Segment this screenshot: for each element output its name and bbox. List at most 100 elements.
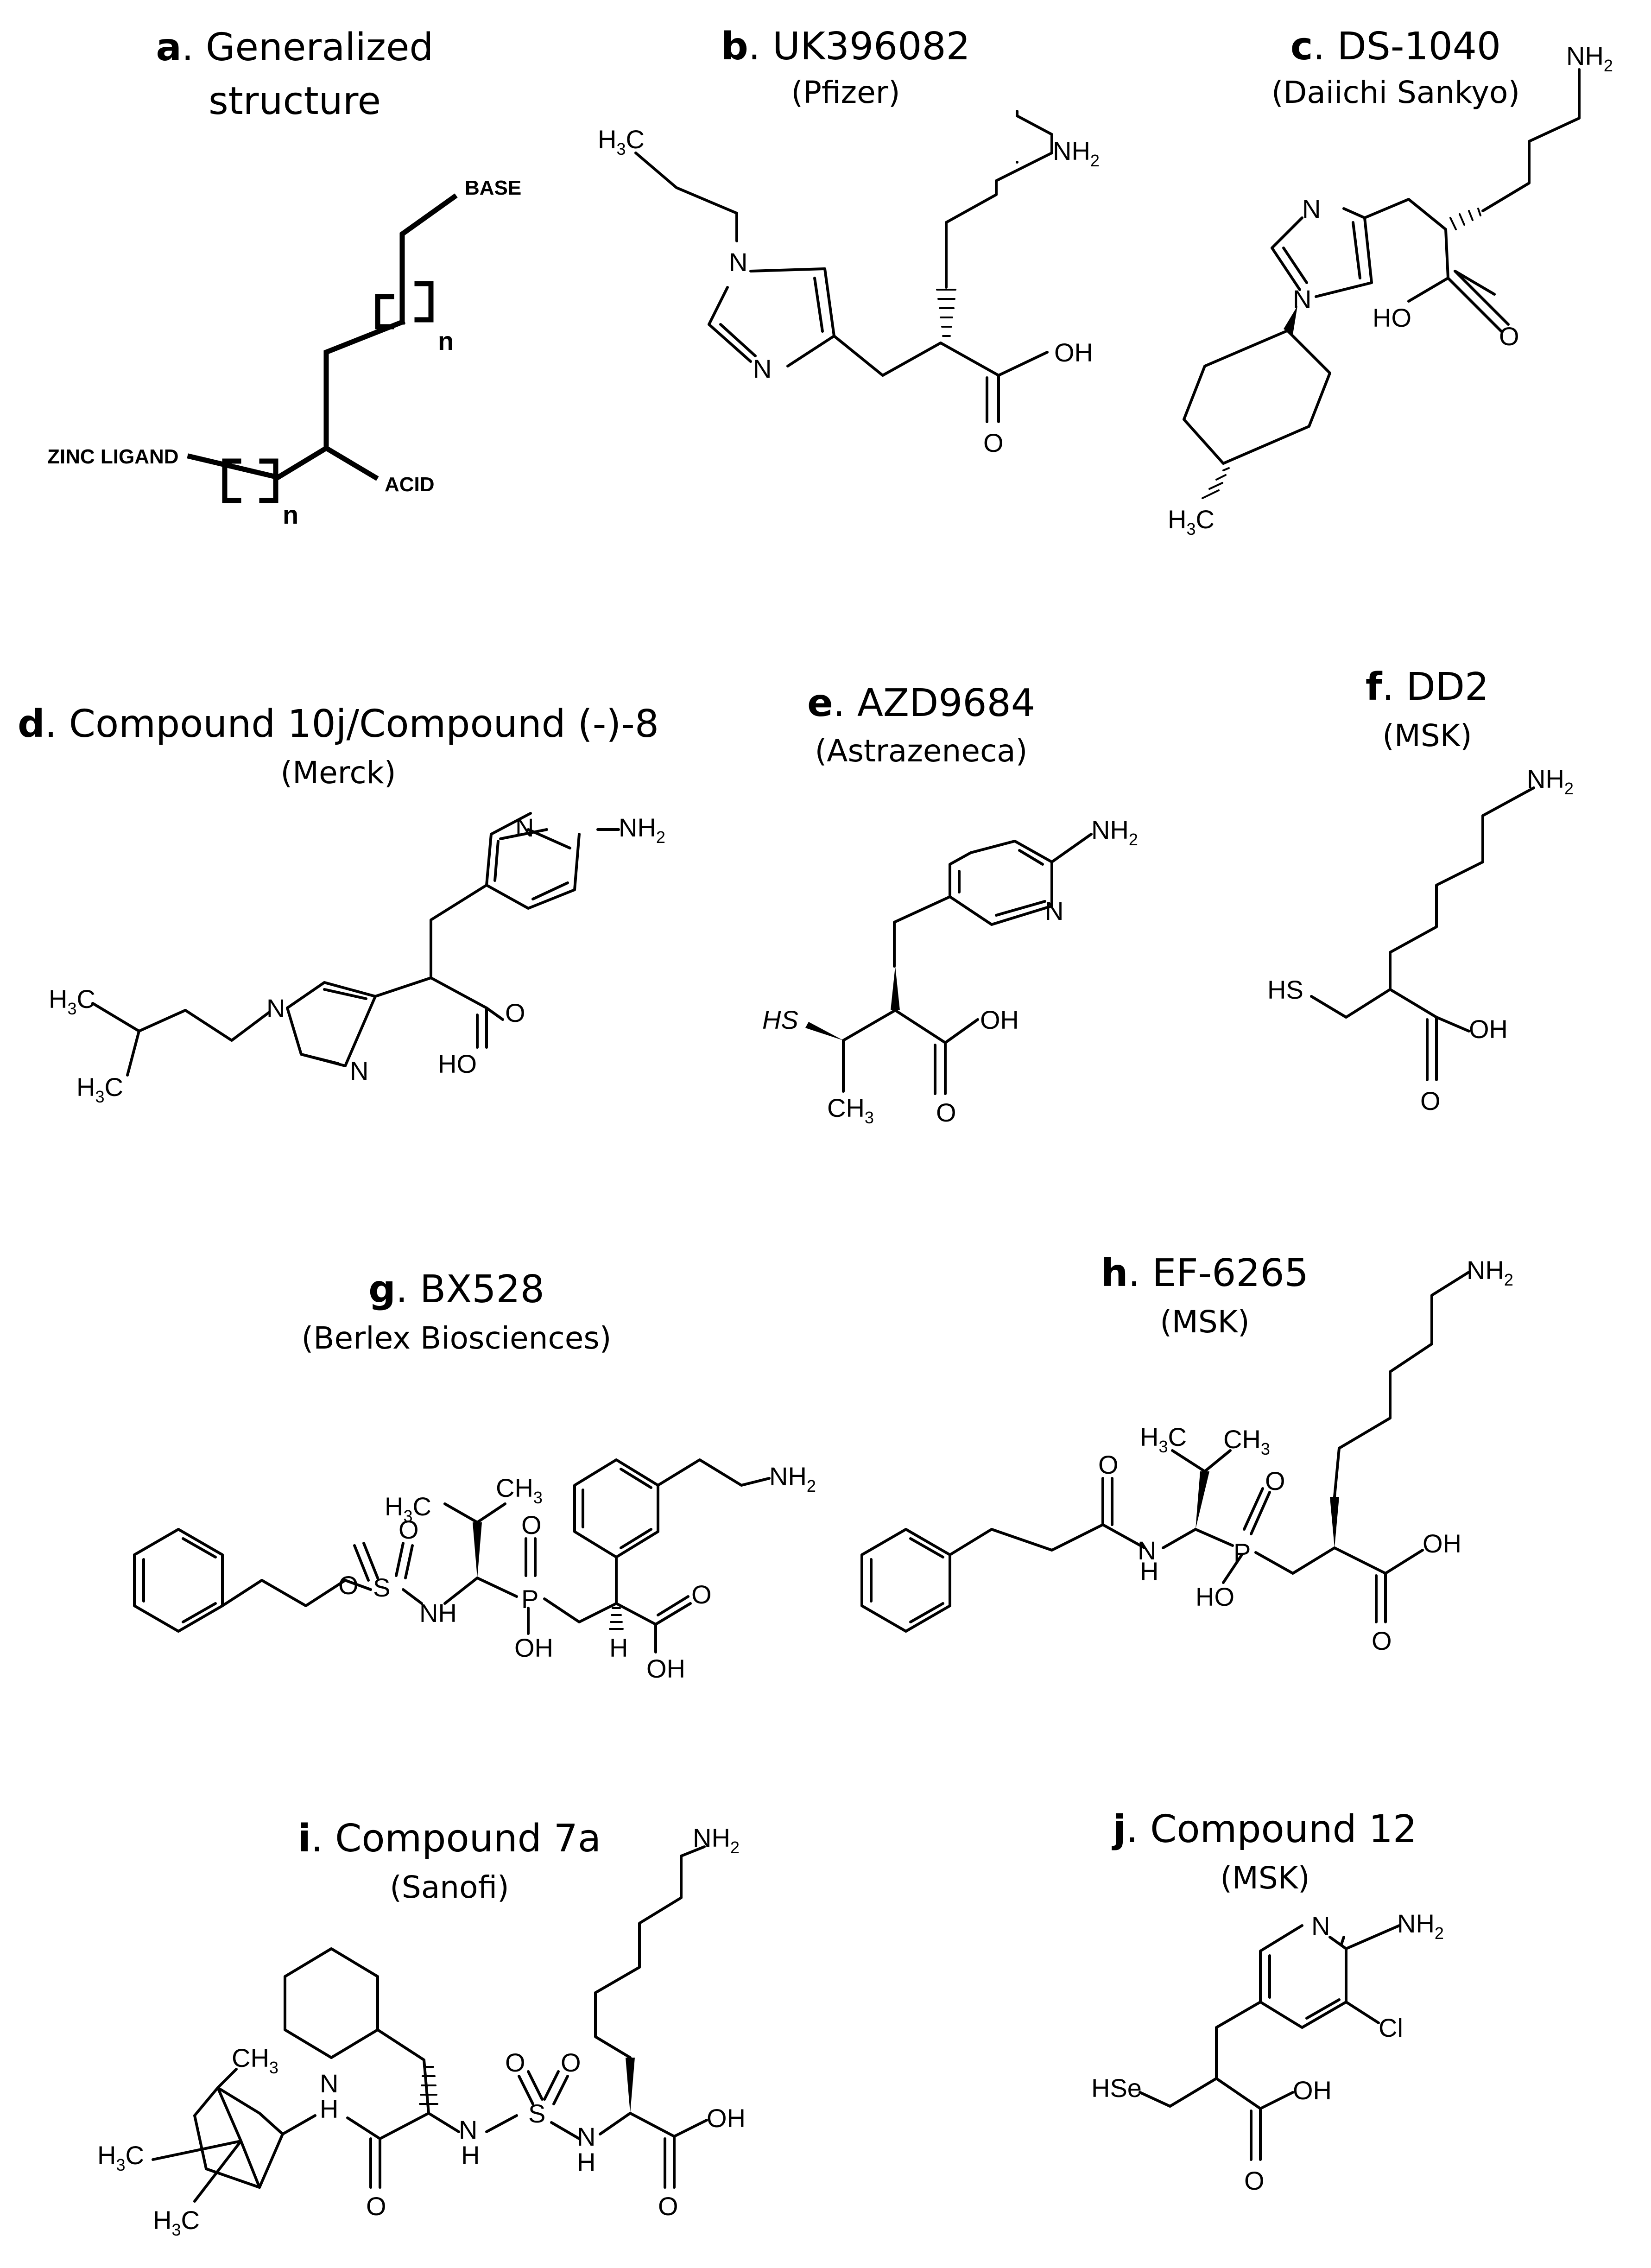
i-h3c-bottom: H3C: [153, 2205, 200, 2239]
panel-i-subtitle: (Sanofi): [390, 1869, 509, 1905]
i-n-left: N: [459, 2115, 477, 2144]
panel-e: e. AZD9684 (Astrazeneca) NH2 N OH O HS C…: [762, 681, 1138, 1127]
c-n1: N: [1293, 285, 1311, 314]
c-n3: N: [1302, 194, 1321, 223]
d-nh2: NH2: [619, 813, 665, 847]
panel-b: b. UK396082 (Pfizer): [598, 25, 1100, 457]
i-s: S: [528, 2099, 545, 2128]
i-n-amide: N: [320, 2069, 338, 2098]
h-h3c: H3C: [1140, 1422, 1187, 1456]
e-nh2: NH2: [1091, 815, 1138, 849]
panel-a-title-line2: structure: [209, 79, 381, 123]
g-nh2: NH2: [769, 1462, 816, 1495]
c-o: O: [1499, 322, 1519, 351]
j-oh: OH: [1293, 2076, 1332, 2105]
panel-a: a. Generalized structure BASE ZINC LIGAN…: [47, 25, 521, 529]
e-oh: OH: [980, 1005, 1019, 1034]
panel-b-subtitle: (Pfizer): [791, 75, 900, 110]
i-o-s-right: O: [561, 2048, 581, 2077]
g-o-left: O: [338, 1571, 359, 1600]
panel-j-title: j. Compound 12: [1112, 1807, 1417, 1851]
d-n1: N: [266, 994, 285, 1023]
panel-a-title: a. Generalized: [156, 25, 434, 70]
i-h3c-mid: H3C: [97, 2141, 144, 2174]
g-h3c: H3C: [385, 1492, 431, 1526]
i-oh: OH: [707, 2103, 746, 2133]
panel-b-title: b. UK396082: [721, 25, 970, 69]
i-o-s-left: O: [505, 2048, 525, 2077]
j-o: O: [1244, 2166, 1265, 2195]
panel-j: j. Compound 12 (MSK) N NH2 Cl OH O HSe: [1091, 1807, 1444, 2195]
panel-e-subtitle: (Astrazeneca): [815, 733, 1028, 769]
d-n: N: [515, 813, 534, 842]
acid-label: ACID: [385, 473, 435, 496]
h-o-amide: O: [1098, 1450, 1119, 1479]
h-ho-p: HO: [1196, 1582, 1234, 1611]
h-p: P: [1234, 1538, 1251, 1567]
j-nh2: NH2: [1397, 1909, 1444, 1943]
g-o-acid: O: [691, 1580, 712, 1609]
b-o: O: [983, 428, 1004, 457]
repeat-n-upper: n: [438, 326, 454, 355]
panel-e-title: e. AZD9684: [807, 681, 1035, 725]
d-o: O: [505, 998, 525, 1027]
e-o: O: [936, 1098, 956, 1127]
panel-d-title: d. Compound 10j/Compound (-)-8: [18, 702, 659, 746]
panel-j-subtitle: (MSK): [1220, 1860, 1310, 1896]
f-oh: OH: [1469, 1014, 1508, 1044]
i-nh2: NH2: [693, 1823, 740, 1857]
g-h: H: [609, 1633, 628, 1662]
h-nh: N: [1138, 1536, 1156, 1565]
base-label: BASE: [465, 177, 521, 199]
g-s: S: [373, 1573, 390, 1602]
panel-f-subtitle: (MSK): [1382, 718, 1472, 754]
azd9684-structure: [805, 833, 1093, 1095]
panel-i-title: i. Compound 7a: [298, 1817, 601, 1861]
d-n3: N: [350, 1056, 368, 1085]
j-cl: Cl: [1379, 2013, 1403, 2042]
i-h-right: H: [577, 2148, 595, 2177]
h-o-acid: O: [1372, 1626, 1392, 1655]
f-nh2: NH2: [1527, 764, 1574, 798]
uk396082-structure: [634, 110, 1053, 423]
d-h3c-top: H3C: [49, 984, 95, 1018]
b-n1: N: [729, 247, 747, 277]
bx528-structure: [133, 1458, 771, 1653]
compound-12-structure: [1139, 1924, 1401, 2161]
panel-h: h. EF-6265 (MSK) NH2: [860, 1251, 1513, 1655]
panel-h-title: h. EF-6265: [1101, 1251, 1309, 1295]
g-nh: NH: [419, 1598, 457, 1628]
panel-c-subtitle: (Daiichi Sankyo): [1271, 75, 1520, 110]
ds1040-structure: [1183, 68, 1581, 499]
e-ch3: CH3: [827, 1093, 874, 1127]
i-n-right: N: [577, 2122, 595, 2151]
j-hse: HSe: [1091, 2073, 1142, 2103]
e-hs: HS: [762, 1005, 798, 1034]
i-o-amide: O: [366, 2192, 386, 2221]
i-nh-amide: H: [320, 2094, 338, 2123]
repeat-n-lower: n: [283, 500, 298, 529]
e-n: N: [1045, 896, 1063, 925]
g-o-p: O: [521, 1510, 542, 1539]
d-ho: HO: [438, 1049, 477, 1078]
panel-g-title: g. BX528: [368, 1267, 544, 1311]
h-ch3: CH3: [1223, 1425, 1270, 1458]
g-p: P: [521, 1584, 538, 1614]
panel-g: g. BX528 (Berlex Biosciences): [133, 1267, 816, 1683]
i-ch3: CH3: [232, 2043, 278, 2077]
j-n: N: [1311, 1911, 1330, 1940]
panel-i: i. Compound 7a (Sanofi): [97, 1817, 746, 2239]
compound-7a-structure: [152, 1845, 708, 2203]
h-nh-h: H: [1140, 1557, 1158, 1586]
g-o-top: O: [399, 1515, 419, 1544]
b-h3c: H3C: [598, 125, 645, 158]
h-oh-acid: OH: [1423, 1529, 1461, 1558]
panel-f-title: f. DD2: [1366, 665, 1489, 709]
panel-f: f. DD2 (MSK) NH2 OH O HS: [1267, 665, 1574, 1115]
dd2-structure: [1310, 786, 1535, 1081]
c-nh2: NH2: [1566, 41, 1613, 75]
panel-g-subtitle: (Berlex Biosciences): [301, 1320, 611, 1356]
panel-d-subtitle: (Merck): [280, 755, 396, 791]
panel-c: c. DS-1040 (Daiichi Sankyo): [1168, 25, 1613, 538]
